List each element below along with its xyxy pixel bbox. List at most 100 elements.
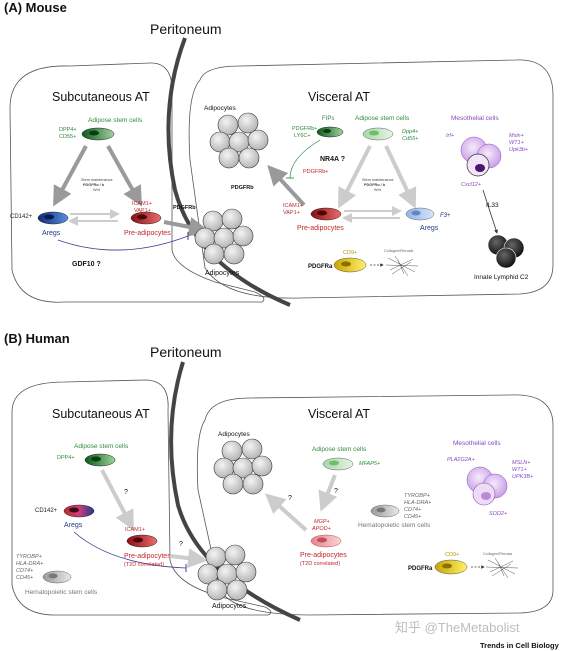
panel-b-sub-tyrobp: TYROBP+	[16, 554, 43, 560]
panel-b-vis-t2d: (T2D correlated)	[300, 561, 340, 567]
panel-a-vis-cxcl12: Cxcl12+	[461, 182, 482, 188]
panel-a-vis-vap1: VAP1+	[283, 210, 300, 216]
panel-b-sub-aregs: Aregs	[64, 522, 83, 529]
panel-a-sub-cd142: CD142+	[10, 214, 33, 220]
panel-a-sub-pre-cell	[130, 211, 162, 225]
panel-a-vis-cd9: CD9+	[343, 250, 357, 256]
panel-a-vis-pre-cell	[310, 207, 342, 221]
panel-a-vis-cd55: Cd55+	[402, 136, 419, 142]
panel-b-vis-title: Visceral AT	[308, 407, 370, 421]
panel-b-sub-cd74: CD74+	[16, 568, 34, 574]
panel-a-sub-arrow-right	[106, 145, 142, 207]
panel-b-vis-adipocyte-cluster	[213, 438, 273, 495]
panel-a-vis-meso-title: Mesothelial cells	[451, 115, 499, 122]
panel-b-sub-hla: HLA-DRA+	[16, 561, 44, 567]
panel-b-sub-stem-label: Adipose stem cells	[74, 443, 129, 450]
panel-b-visceral-region	[196, 394, 554, 616]
panel-a-sub-gdf10: GDF10 ?	[72, 261, 101, 268]
panel-a-vis-aregs: Aregs	[420, 225, 439, 232]
panel-a-vis-stem-label: Adipose stem cells	[355, 115, 410, 122]
panel-b-vis-arrow-pre-adipo	[265, 493, 308, 532]
panel-a-vis-arrow-stem-pre	[338, 145, 372, 209]
panel-a-sub-maint-1: Stem maintenance	[81, 178, 113, 182]
panel-a-sub-dpp4: DPP4+	[59, 127, 77, 133]
panel-a-vis-maint-2: PDGFRα / b	[364, 183, 386, 187]
panel-a-sub-adipocytes: Adipocytes	[205, 270, 240, 277]
panel-a-vis-preadipo: Pre-adipocytes	[297, 225, 344, 232]
panel-a-vis-fips-ly6c: LY6C+	[294, 133, 311, 139]
panel-a-vis-fips: FIPs	[322, 116, 334, 122]
panel-b-vis-cd45: CD45+	[404, 514, 422, 520]
panel-a-sub-areg-cell	[37, 211, 69, 225]
panel-a-vis-msln: Msln+	[509, 133, 525, 139]
panel-b-sub-areg-cell	[63, 504, 95, 518]
panel-b-sub-dpp4: DPP4+	[57, 455, 75, 461]
panel-b-sub-hsc-cell	[42, 570, 72, 584]
panel-a-sub-maint-3: Wnt	[93, 188, 101, 192]
panel-a-sub-arrow-left	[53, 145, 88, 207]
panel-a-sub-gdf10-inhibit	[57, 235, 189, 251]
panel-a-vis-cd9-cell	[333, 257, 367, 273]
panel-a-sub-preadipo: Pre-adipocytes	[124, 230, 171, 237]
panel-b-vis-fibrosis-icon	[485, 557, 519, 579]
panel-b-vis-cd9-cell	[434, 559, 468, 575]
panel-a-vis-adipocytes: Adipocytes	[204, 105, 237, 112]
panel-a-vis-icam1: ICAM1+	[283, 203, 303, 209]
panel-b-sub-t2d: (T2D correlated)	[124, 562, 164, 568]
panel-a-label: (A) Mouse	[4, 0, 67, 15]
panel-b-vis-mgp: MGP+	[314, 519, 331, 525]
panel-b-vis-sod2: SOD2+	[489, 511, 508, 517]
panel-b-sub-cd45: CD45+	[16, 575, 34, 581]
panel-b-vis-msln: MSLN+	[512, 460, 531, 466]
panel-a-sub-arrow-pre-adipo	[163, 217, 209, 237]
panel-a-sub-cd55: CD55+	[59, 134, 76, 140]
panel-a-vis-maint-1: Stem maintenance	[362, 178, 394, 182]
panel-a-sub-icam1: ICAM1+	[132, 201, 152, 207]
panel-b-sub-adipocyte-cluster	[197, 544, 257, 601]
panel-b-vis-hla: HLA-DRA+	[404, 500, 432, 506]
panel-a-vis-collagen: Collagen/Fibrosis	[384, 249, 413, 253]
panel-b-vis-collagen: Collagen/Fibrosis	[483, 552, 512, 556]
panel-a-vis-nr4a: NR4A ?	[320, 156, 345, 163]
panel-b-vis-stem-label: Adipose stem cells	[312, 446, 367, 453]
panel-a-sub-stem-cell	[81, 127, 115, 141]
panel-b-peritoneum: Peritoneum	[150, 344, 222, 360]
panel-b-vis-tyrobp: TYROBP+	[404, 493, 431, 499]
footer-journal: Trends in Cell Biology	[480, 641, 560, 650]
panel-b-sub-question-2: ?	[179, 541, 183, 548]
panel-a-sub-pdgfrb: PDGFRb	[173, 205, 196, 211]
panel-b-subcutaneous-region	[11, 379, 272, 616]
panel-a-vis-fibrosis-icon	[385, 255, 419, 277]
panel-a-vis-fips-pdgfrb: PDGFRb+	[292, 126, 318, 132]
panel-b-sub-cd142: CD142+	[35, 508, 58, 514]
panel-a-vis-f3: F3+	[440, 213, 451, 219]
panel-a-vis-irf: Irf+	[446, 133, 455, 139]
panel-b-sub-question: ?	[124, 489, 128, 496]
panel-b-sub-title: Subcutaneous AT	[52, 407, 150, 421]
panel-a-subcutaneous-region	[9, 62, 265, 303]
panel-a-sub-aregs: Aregs	[42, 230, 61, 237]
panel-b-vis-pdgfra: PDGFRa	[408, 566, 433, 572]
panel-b-sub-arrow-stem-pre	[100, 469, 134, 531]
panel-a-sub-vap1: VAP1+	[134, 208, 151, 214]
panel-a-vis-arrow-pre-adipo	[267, 165, 306, 207]
panel-b-vis-question-2: ?	[288, 495, 292, 502]
panel-a-vis-pdgfrb: PDGFRb	[231, 185, 254, 191]
panel-b-sub-areg-inhibit	[73, 531, 187, 569]
panel-a-vis-maint-3: Wnt	[374, 188, 382, 192]
panel-b-sub-icam1: ICAM1+	[125, 527, 145, 533]
panel-a-sub-stem-label: Adipose stem cells	[88, 117, 143, 124]
panel-b-vis-cd74: CD74+	[404, 507, 422, 513]
panel-a-visceral-region	[188, 59, 554, 299]
panel-b-vis-apod: APOD+	[311, 526, 332, 532]
panel-b-sub-adipocytes: Adipocytes	[212, 603, 247, 610]
panel-b-sub-arrow-pre-adipo	[169, 548, 208, 569]
panel-b-vis-preadipo: Pre-adipocytes	[300, 552, 347, 559]
panel-b-vis-mfap5: MFAP5+	[359, 461, 381, 467]
panel-a-peritoneum: Peritoneum	[150, 21, 222, 37]
watermark: 知乎 @TheMetabolist	[395, 620, 520, 635]
panel-a-vis-ilc2-cells	[487, 234, 525, 269]
panel-a-vis-stem-cell	[362, 127, 394, 141]
